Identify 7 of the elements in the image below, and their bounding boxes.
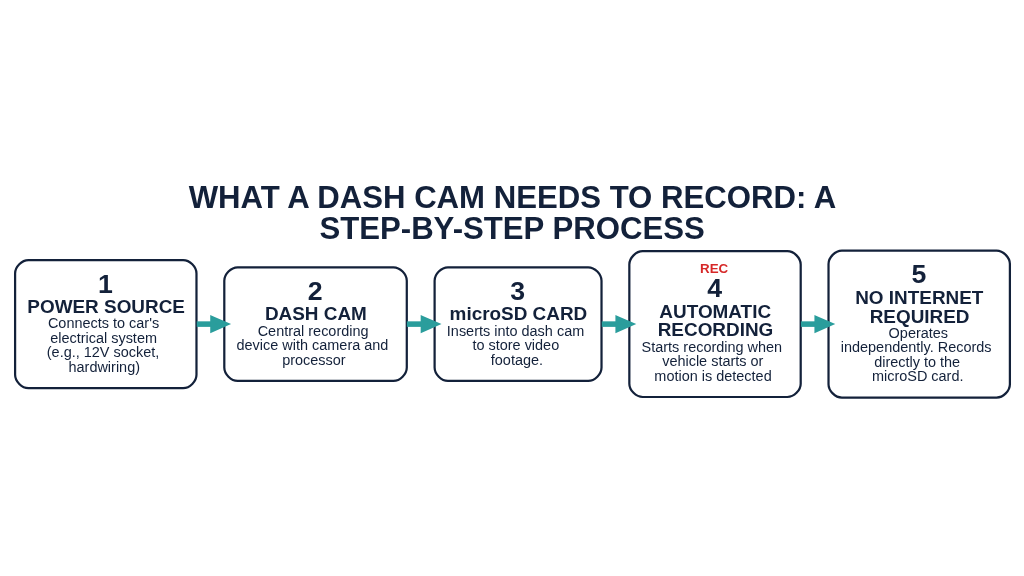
diagram-title: WHAT A DASH CAM NEEDS TO RECORD: A STEP-BY-STEP PROCESS [188, 179, 836, 246]
node-box: 5 NO INTERNET REQUIRED Operates independently. Records directly to the microSD card. [826, 249, 1011, 399]
node-box: 2 DASH CAM Central recording device with camera and processor [222, 265, 408, 382]
node-box: 3 microSD CARD Inserts into dash cam to store video footage. [433, 265, 603, 382]
arrow [406, 314, 442, 333]
node-box: REC 4 AUTOMATIC RECORDING Starts recording when vehicle starts or motion is detected [627, 249, 802, 398]
node-box: 1 POWER SOURCE Connects to car's electrical system (e.g., 12V socket, hardwiring) [13, 258, 198, 389]
